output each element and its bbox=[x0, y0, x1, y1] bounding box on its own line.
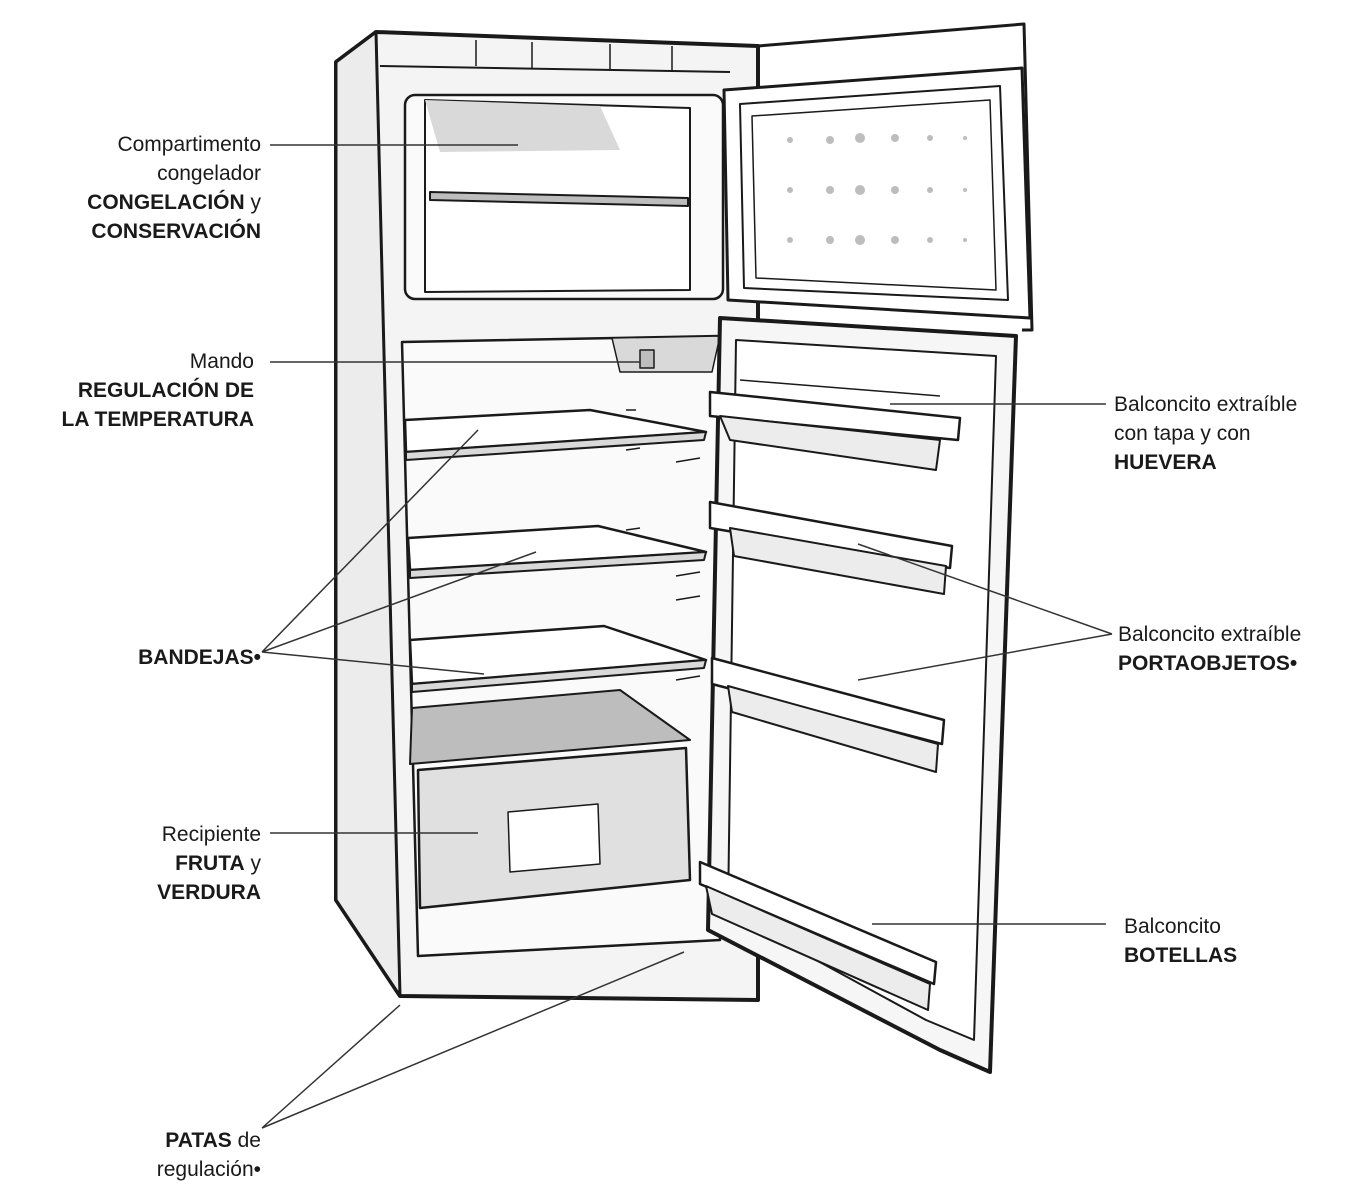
shelves-bold1: BANDEJAS• bbox=[138, 646, 261, 669]
egg-shelf-bold1: HUEVERA bbox=[1114, 451, 1217, 474]
crisper-line1: Recipiente bbox=[161, 823, 261, 846]
freezer-conj1: y bbox=[244, 191, 261, 214]
crisper-bold2: VERDURA bbox=[157, 881, 261, 904]
egg-shelf-line2: con tapa y con bbox=[1114, 422, 1251, 445]
freezer-door-dimples bbox=[787, 133, 967, 245]
freezer-bold1: CONGELACIÓN bbox=[87, 191, 245, 214]
fridge-cabinet bbox=[334, 30, 760, 1002]
door-shelves-line1: Balconcito extraíble bbox=[1118, 623, 1302, 646]
label-egg-shelf: Balconcito extraíble con tapa y con HUEV… bbox=[1114, 390, 1297, 477]
bottle-shelf-line1: Balconcito bbox=[1124, 915, 1221, 938]
freezer-door bbox=[722, 22, 1034, 332]
freezer-bold2: CONSERVACIÓN bbox=[91, 220, 261, 243]
leader-door-shelves bbox=[857, 543, 1113, 681]
fridge-door bbox=[698, 316, 1018, 1074]
label-shelves: BANDEJAS• bbox=[138, 643, 261, 672]
leader-shelves bbox=[261, 429, 537, 675]
crisper-conj1: y bbox=[244, 852, 261, 875]
leader-lines bbox=[261, 144, 1113, 1129]
thermostat-line1: Mando bbox=[189, 350, 254, 373]
label-door-shelves: Balconcito extraíble PORTAOBJETOS• bbox=[1118, 620, 1301, 678]
freezer-line1: Compartimento bbox=[117, 133, 261, 156]
freezer-line2: congelador bbox=[157, 162, 261, 185]
feet-bold1: PATAS bbox=[165, 1129, 232, 1152]
label-feet: PATAS de regulación• bbox=[157, 1126, 261, 1184]
crisper-bold1: FRUTA bbox=[175, 852, 245, 875]
feet-conj1: de bbox=[231, 1129, 261, 1152]
leader-feet bbox=[261, 951, 685, 1129]
feet-line2: regulación• bbox=[156, 1158, 261, 1181]
label-freezer: Compartimento congelador CONGELACIÓN y C… bbox=[87, 130, 261, 246]
thermostat-bold1: REGULACIÓN DE bbox=[77, 379, 254, 402]
bottle-shelf-bold1: BOTELLAS bbox=[1124, 944, 1238, 967]
label-bottle-shelf: Balconcito BOTELLAS bbox=[1124, 912, 1237, 970]
label-thermostat: Mando REGULACIÓN DE LA TEMPERATURA bbox=[62, 347, 255, 434]
thermostat-bold2: LA TEMPERATURA bbox=[61, 408, 255, 431]
egg-shelf-line1: Balconcito extraíble bbox=[1114, 393, 1298, 416]
door-shelves-bold1: PORTAOBJETOS• bbox=[1118, 652, 1298, 675]
label-crisper: Recipiente FRUTA y VERDURA bbox=[157, 820, 261, 907]
